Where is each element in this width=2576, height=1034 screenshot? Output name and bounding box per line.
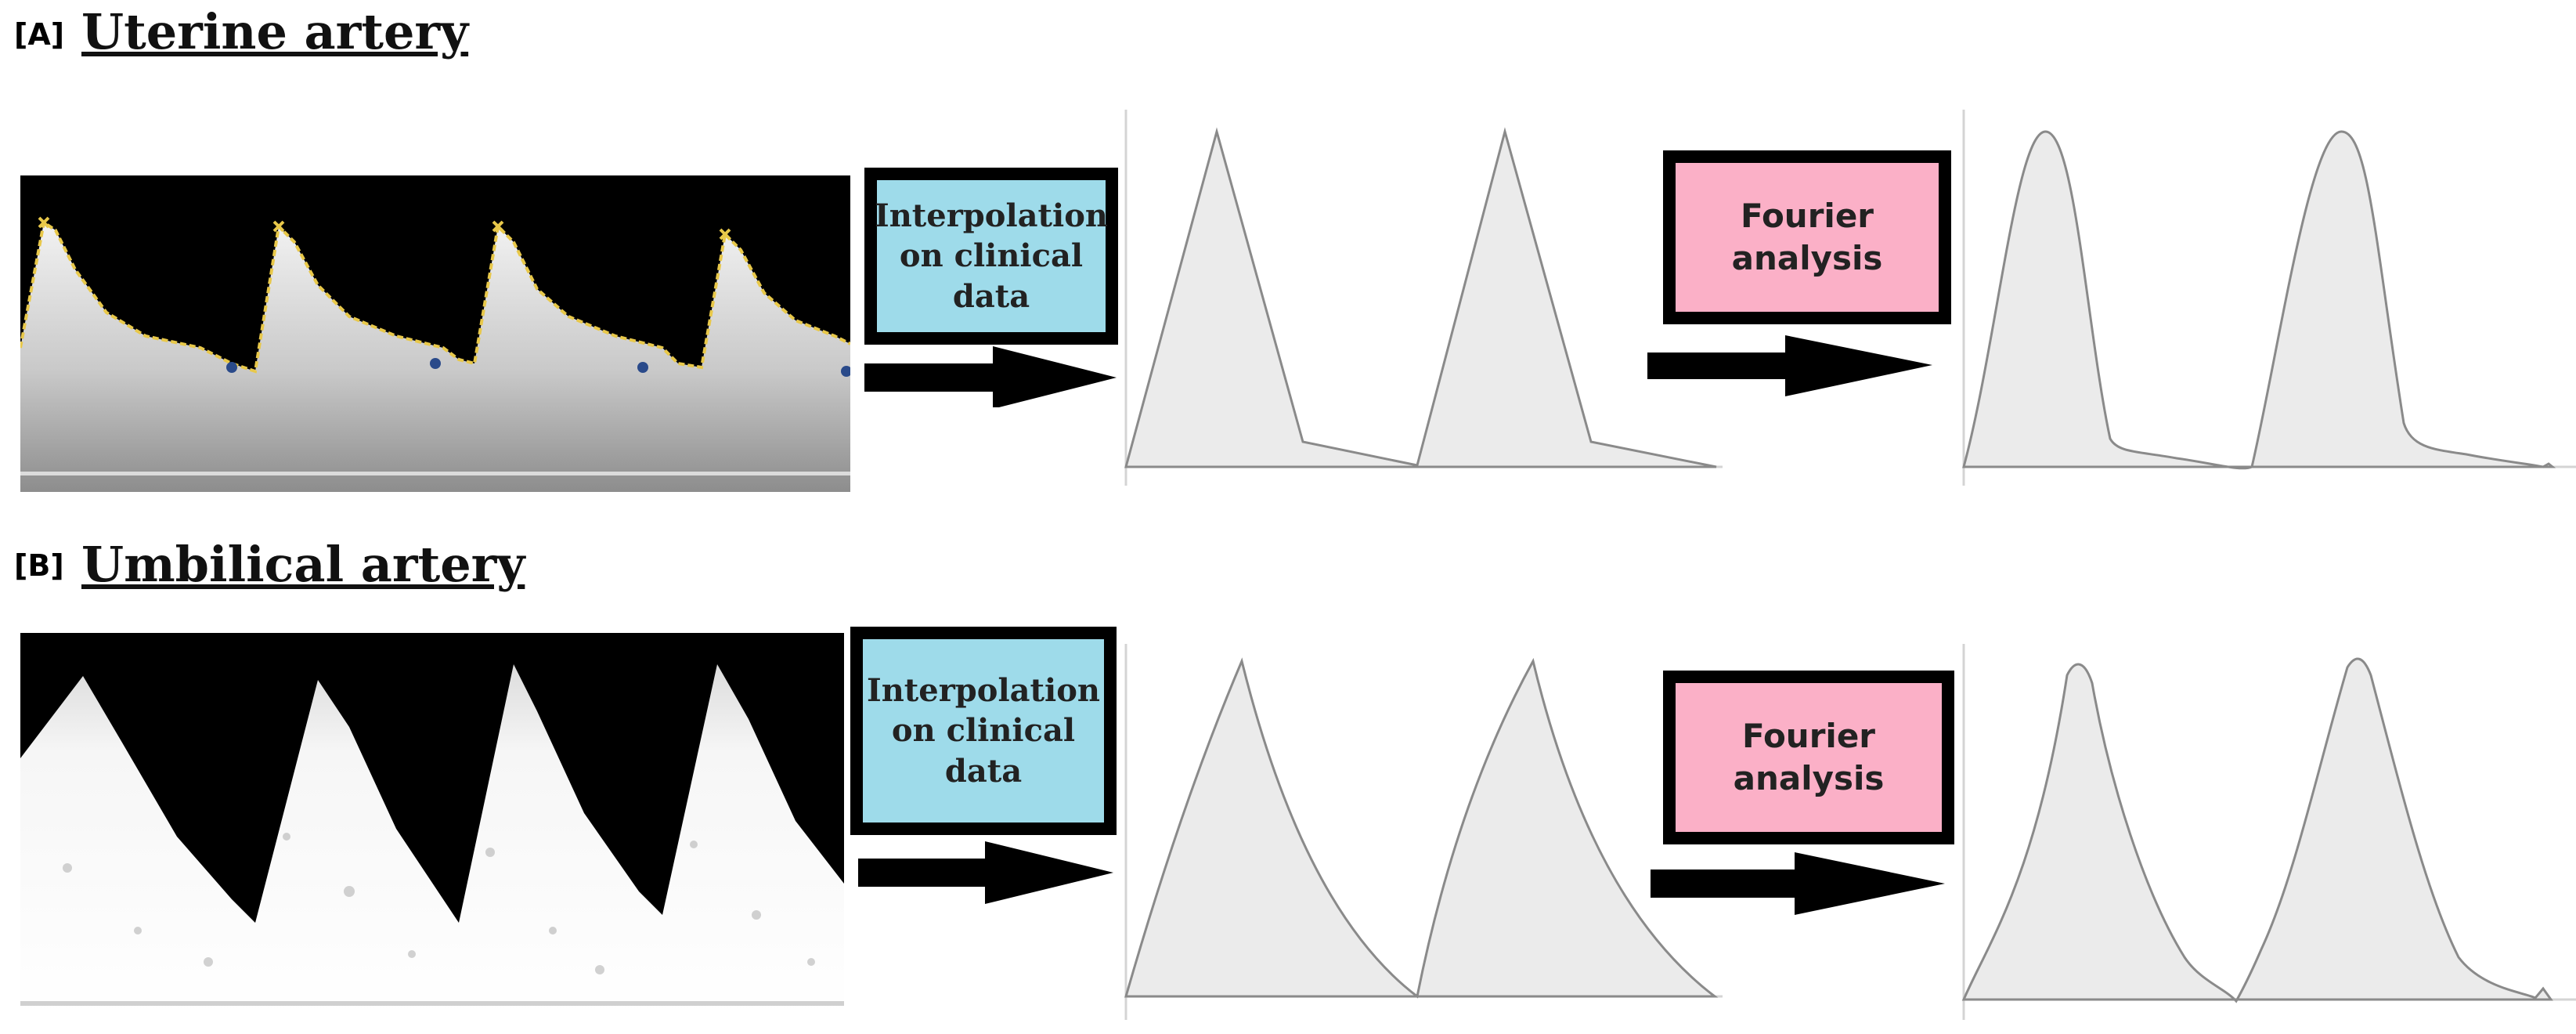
fourier-box-a: Fourier analysis (1663, 150, 1951, 324)
interpolation-box-a: Interpolation on clinical data (864, 168, 1118, 345)
panel-b-title: Umbilical artery (81, 536, 525, 593)
interpolation-box-b: Interpolation on clinical data (850, 627, 1117, 835)
fourier-label-b: Fourier analysis (1733, 717, 1885, 797)
uterine-fourier-waveform (1962, 110, 2576, 486)
arrow-to-fourier-b (1651, 852, 1945, 915)
arrow-to-interpolated-a (864, 346, 1117, 407)
interpolation-label-a: Interpolation on clinical data (875, 197, 1108, 315)
arrow-to-fourier-a (1647, 335, 1932, 396)
uterine-interpolated-waveform (1124, 110, 1723, 486)
fourier-box-b: Fourier analysis (1663, 671, 1954, 844)
panel-a-label: [A] (14, 17, 65, 52)
fourier-label-a: Fourier analysis (1731, 197, 1883, 277)
panel-a-title: Uterine artery (81, 3, 469, 60)
umbilical-doppler-image (20, 633, 844, 1017)
interpolation-label-b: Interpolation on clinical data (867, 672, 1100, 790)
umbilical-interpolated-waveform (1124, 644, 1723, 1020)
arrow-to-interpolated-b (858, 841, 1113, 904)
panel-b-label: [B] (14, 548, 64, 583)
uterine-doppler-image (20, 175, 850, 492)
umbilical-fourier-waveform (1961, 644, 2576, 1020)
